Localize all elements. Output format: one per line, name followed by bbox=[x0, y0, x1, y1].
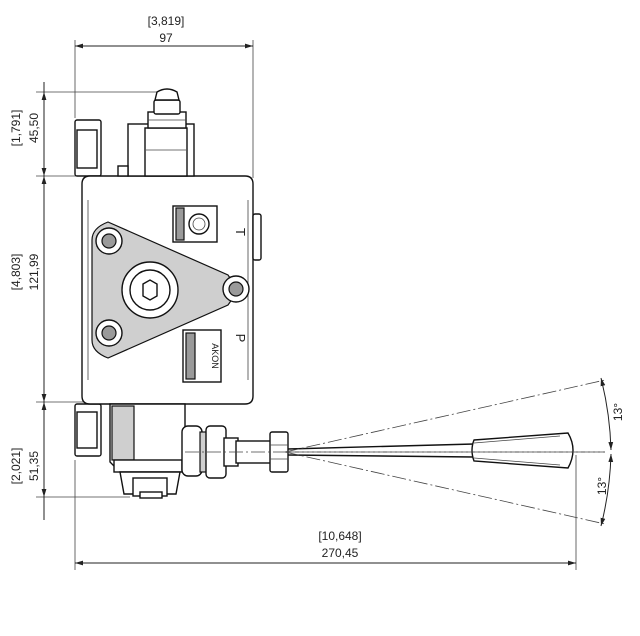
bottom-height-mm-label: 51,35 bbox=[27, 451, 41, 481]
total-inch-label: [10,648] bbox=[318, 529, 361, 543]
total-mm-label: 270,45 bbox=[322, 546, 359, 560]
bolt-top bbox=[95, 227, 123, 255]
top-height-mm-label: 45,50 bbox=[27, 113, 41, 143]
brand-plate: AKON bbox=[182, 329, 222, 383]
width-inch-label: [3,819] bbox=[148, 14, 185, 28]
port-p-marking: P bbox=[233, 334, 248, 343]
brand-label: AKON bbox=[210, 343, 220, 369]
bolt-right bbox=[222, 275, 250, 303]
height-dimensions: [1,791] 45,50 [4,803] 121,99 [2,021] 51,… bbox=[9, 82, 168, 520]
middle-height-inch-label: [4,803] bbox=[9, 254, 23, 291]
bolt-bottom bbox=[95, 319, 123, 347]
center-lines bbox=[185, 379, 606, 525]
port-t-marking: T bbox=[233, 228, 248, 236]
total-length-dimension: [10,648] 270,45 bbox=[74, 455, 577, 570]
angle-upper-label: 13° bbox=[611, 403, 625, 421]
valve-body: T AKON P bbox=[74, 119, 262, 457]
bottom-height-inch-label: [2,021] bbox=[9, 448, 23, 485]
top-relief-fitting bbox=[117, 88, 195, 177]
port-t-label: T bbox=[233, 228, 248, 236]
spool-housing bbox=[109, 403, 186, 499]
top-height-inch-label: [1,791] bbox=[9, 110, 23, 147]
lever-handle bbox=[287, 432, 574, 469]
angle-dimensions: 13° 13° bbox=[595, 377, 625, 527]
width-mm-label: 97 bbox=[159, 31, 173, 45]
width-dimension: [3,819] 97 bbox=[74, 14, 254, 178]
center-plug bbox=[121, 261, 179, 319]
angle-lower-label: 13° bbox=[595, 477, 609, 495]
middle-height-mm-label: 121,99 bbox=[27, 253, 41, 290]
port-p-label: P bbox=[233, 334, 248, 343]
logo-plate bbox=[172, 205, 218, 243]
